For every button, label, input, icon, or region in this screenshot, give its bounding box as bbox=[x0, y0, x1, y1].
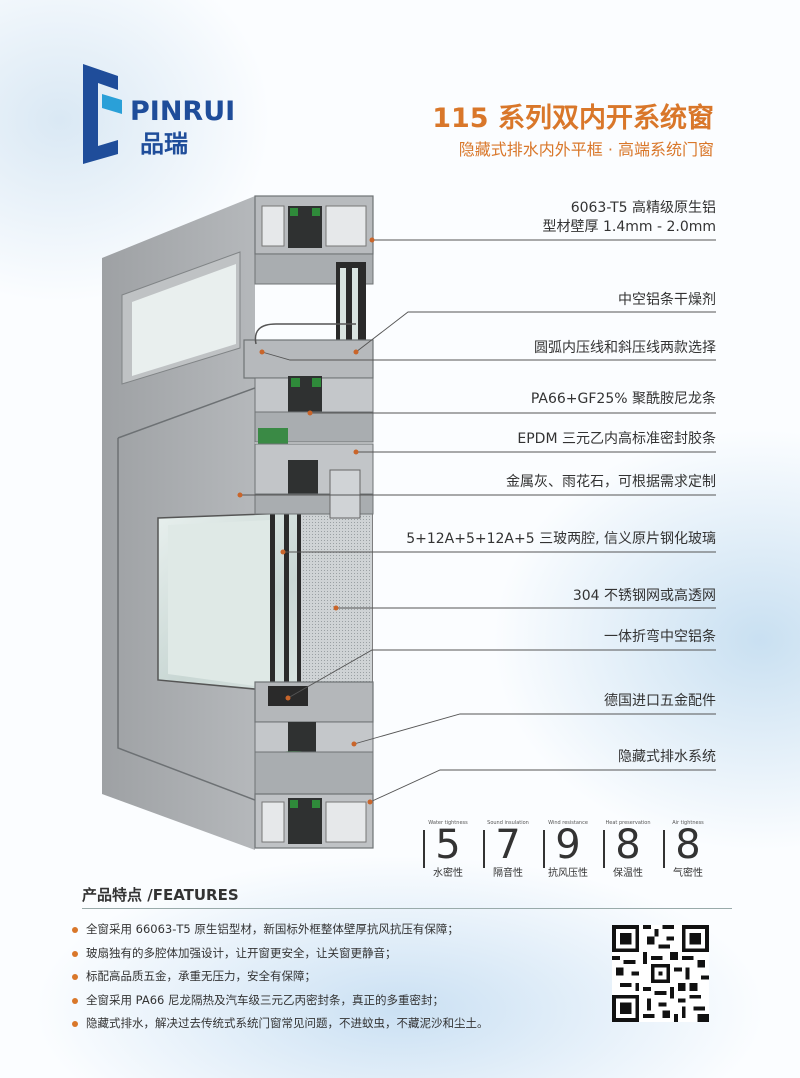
callout-spacer: 一体折弯中空铝条 bbox=[604, 629, 716, 645]
rating-label-en: Wind resistance bbox=[548, 820, 588, 826]
rating-label-en: Air tightness bbox=[672, 820, 704, 826]
rating-label-cn: 保温性 bbox=[613, 868, 643, 879]
callout-color-options: 金属灰、雨花石，可根据需求定制 bbox=[506, 474, 716, 490]
callout-leaders bbox=[237, 237, 716, 805]
callout-desiccant: 中空铝条干燥剂 bbox=[618, 292, 716, 308]
rating-value: 8 bbox=[675, 822, 701, 868]
bullet-dot-icon bbox=[72, 1021, 78, 1027]
callout-nylon-strip: PA66+GF25% 聚酰胺尼龙条 bbox=[530, 391, 716, 407]
page-title: 115 系列双内开系统窗 bbox=[432, 103, 714, 134]
rating-wind-resistance: Wind resistance 9 抗风压性 bbox=[538, 820, 598, 879]
callout-aluminum: 6063-T5 高精级原生铝 型材壁厚 1.4mm - 2.0mm bbox=[543, 199, 716, 237]
list-item: 全窗采用 66063-T5 原生铝型材，新国标外框整体壁厚抗风抗压有保障； bbox=[68, 918, 608, 942]
list-item: 隐藏式排水，解决过去传统式系统门窗常见问题，不进蚊虫，不藏泥沙和尘土。 bbox=[68, 1012, 608, 1036]
features-divider bbox=[82, 908, 732, 909]
list-item: 玻扇独有的多腔体加强设计，让开窗更安全，让关窗更静音； bbox=[68, 942, 608, 966]
brand-logo: PINRUI 品瑞 bbox=[78, 64, 258, 164]
brand-name-en: PINRUI bbox=[130, 96, 236, 127]
logo-mark-icon bbox=[83, 64, 122, 164]
rating-label-cn: 抗风压性 bbox=[548, 868, 588, 879]
rating-heat-preservation: Heat preservation 8 保温性 bbox=[598, 820, 658, 879]
callout-aluminum-line2: 型材壁厚 1.4mm - 2.0mm bbox=[542, 219, 716, 235]
rating-label-cn: 气密性 bbox=[673, 868, 703, 879]
rating-value: 7 bbox=[495, 822, 521, 868]
features-heading: 产品特点 /FEATURES bbox=[82, 886, 239, 904]
callout-aluminum-line1: 6063-T5 高精级原生铝 bbox=[570, 200, 716, 216]
callout-glass: 5+12A+5+12A+5 三玻两腔, 信义原片钢化玻璃 bbox=[406, 531, 716, 547]
page-subtitle: 隐藏式排水内外平框 · 高端系统门窗 bbox=[458, 140, 714, 159]
rating-value: 9 bbox=[555, 822, 581, 868]
performance-ratings: Water tightness 5 水密性 Sound insulation 7… bbox=[418, 820, 718, 880]
callout-mesh: 304 不锈钢网或高透网 bbox=[572, 588, 716, 604]
rating-label-en: Sound insulation bbox=[487, 820, 529, 826]
brand-name-cn: 品瑞 bbox=[140, 130, 188, 158]
rating-label-en: Water tightness bbox=[428, 820, 468, 826]
callout-glazing-bead: 圆弧内压线和斜压线两款选择 bbox=[534, 340, 716, 356]
insect-mesh bbox=[300, 510, 372, 700]
rating-label-en: Heat preservation bbox=[605, 820, 651, 826]
bullet-dot-icon bbox=[72, 997, 78, 1004]
rating-label-cn: 隔音性 bbox=[493, 868, 523, 879]
callout-epdm-seal: EPDM 三元乙内高标准密封胶条 bbox=[517, 431, 716, 447]
list-item: 全窗采用 PA66 尼龙隔热及汽车级三元乙丙密封条，真正的多重密封； bbox=[68, 989, 608, 1013]
qr-code-icon[interactable] bbox=[612, 925, 709, 1022]
bullet-dot-icon bbox=[72, 950, 78, 957]
rating-water-tightness: Water tightness 5 水密性 bbox=[418, 820, 478, 879]
rating-air-tightness: Air tightness 8 气密性 bbox=[658, 820, 718, 879]
callout-drainage: 隐藏式排水系统 bbox=[618, 749, 716, 765]
rating-label-cn: 水密性 bbox=[433, 868, 463, 879]
callout-hardware: 德国进口五金配件 bbox=[604, 693, 716, 709]
rating-value: 5 bbox=[435, 822, 461, 868]
bullet-dot-icon bbox=[72, 927, 78, 933]
features-list: 全窗采用 66063-T5 原生铝型材，新国标外框整体壁厚抗风抗压有保障； 玻扇… bbox=[68, 918, 608, 1036]
list-item: 标配高品质五金，承重无压力，安全有保障； bbox=[68, 965, 608, 989]
rating-value: 8 bbox=[615, 822, 641, 868]
rating-sound-insulation: Sound insulation 7 隔音性 bbox=[478, 820, 538, 879]
bullet-dot-icon bbox=[72, 974, 78, 980]
